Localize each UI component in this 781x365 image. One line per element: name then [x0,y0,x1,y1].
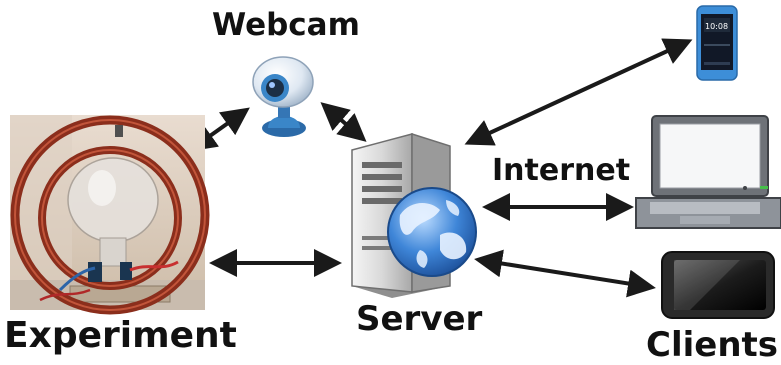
globe-icon [387,187,477,277]
webcam-icon [252,56,314,137]
arrow-server-tablet [474,249,656,298]
svg-text:10:08: 10:08 [705,22,728,31]
experiment-photo [10,115,210,315]
laptop-icon [635,115,781,229]
connection-arrows [188,38,693,298]
webcam-label: Webcam [212,7,360,43]
arrow-server-smartphone [464,38,693,146]
experiment-label: Experiment [4,315,237,356]
smartphone-icon: 10:08 [696,5,738,81]
arrow-webcam-server [320,102,367,142]
clients-label: Clients [646,325,779,365]
server-label: Server [356,299,483,339]
tablet-icon [661,251,775,319]
internet-label: Internet [492,153,631,188]
